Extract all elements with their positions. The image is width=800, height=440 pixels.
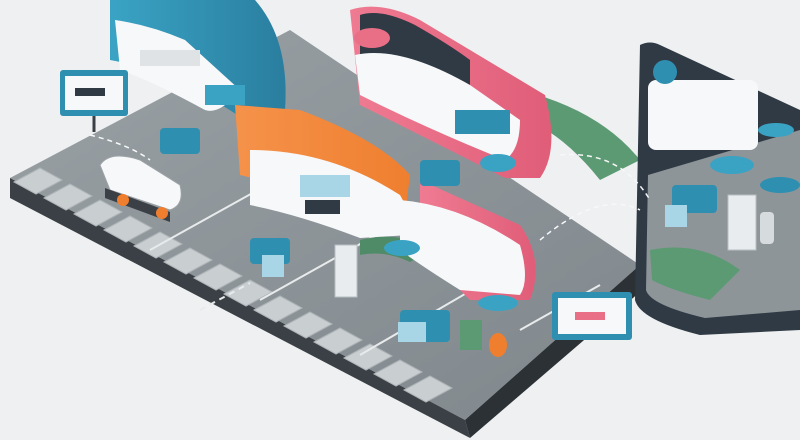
right-platform (635, 42, 800, 335)
robot-cart-icon (99, 155, 182, 222)
kiosk-icon (727, 194, 774, 251)
right-badge-icon (653, 60, 677, 84)
grass-patch (520, 90, 640, 180)
right-card (648, 80, 758, 150)
desk-station-icon (665, 185, 717, 227)
kiosk-icon (334, 244, 358, 298)
orange-billboard (235, 105, 414, 238)
route-lines (89, 134, 651, 241)
pink-billboard (350, 6, 552, 178)
desk-station-icon (160, 128, 507, 357)
monitor-left (60, 70, 128, 132)
monitor-right (552, 292, 632, 340)
lower-billboard (384, 180, 536, 311)
blue-billboard (110, 0, 286, 120)
